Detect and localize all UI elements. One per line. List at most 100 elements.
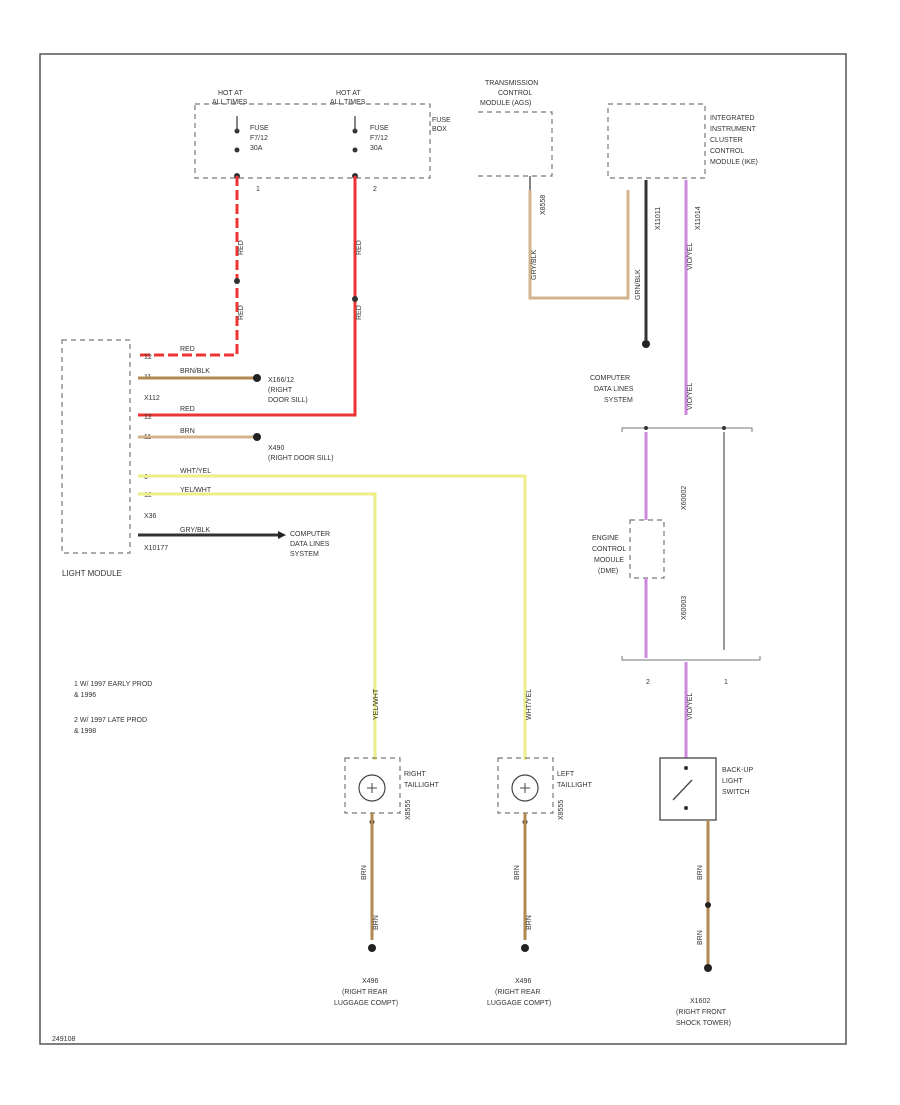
svg-text:X60002: X60002 bbox=[681, 486, 688, 510]
svg-text:(DME): (DME) bbox=[598, 568, 618, 575]
svg-text:LIGHT MODULE: LIGHT MODULE bbox=[62, 569, 122, 578]
svg-text:(RIGHT FRONT: (RIGHT FRONT bbox=[676, 1009, 727, 1016]
svg-text:CONTROL: CONTROL bbox=[710, 148, 744, 155]
svg-text:30A: 30A bbox=[250, 145, 263, 152]
wire-yel-wht bbox=[138, 492, 377, 760]
svg-text:X8555: X8555 bbox=[405, 800, 412, 820]
transmission-control-module: TRANSMISSION CONTROL MODULE (AGS) X8558 bbox=[478, 80, 553, 215]
svg-text:MODULE: MODULE bbox=[594, 557, 624, 564]
svg-text:F7/12: F7/12 bbox=[370, 135, 388, 142]
svg-text:X11014: X11014 bbox=[695, 206, 702, 230]
ground-g2-label: X490 (RIGHT DOOR SILL) bbox=[268, 445, 334, 462]
svg-text:1 W/ 1997 EARLY PROD: 1 W/ 1997 EARLY PROD bbox=[74, 681, 152, 688]
svg-text:(RIGHT REAR: (RIGHT REAR bbox=[342, 989, 387, 996]
svg-text:BRN: BRN bbox=[514, 865, 521, 880]
svg-text:BOX: BOX bbox=[432, 126, 447, 133]
splice-bracket-top bbox=[621, 427, 753, 432]
svg-text:2: 2 bbox=[373, 186, 377, 193]
svg-text:BRN: BRN bbox=[180, 428, 195, 435]
svg-text:& 1998: & 1998 bbox=[74, 728, 96, 735]
svg-text:FUSE: FUSE bbox=[370, 125, 389, 132]
red-wire-right: RED RED bbox=[138, 176, 363, 417]
red-wire-left: RED RED bbox=[138, 176, 245, 357]
svg-text:SWITCH: SWITCH bbox=[722, 789, 750, 796]
svg-text:TAILLIGHT: TAILLIGHT bbox=[404, 782, 440, 789]
left-taillight: LEFT TAILLIGHT X8555 bbox=[497, 757, 593, 825]
svg-text:VIO/YEL: VIO/YEL bbox=[687, 243, 694, 270]
svg-text:VIO/YEL: VIO/YEL bbox=[687, 693, 694, 720]
svg-text:GRN/BLK: GRN/BLK bbox=[635, 269, 642, 300]
back-up-light-switch: BACK-UP LIGHT SWITCH bbox=[659, 757, 753, 821]
computer-data-lines-2: COMPUTER DATA LINES SYSTEM bbox=[590, 375, 634, 404]
svg-text:ALL TIMES: ALL TIMES bbox=[212, 99, 248, 106]
svg-text:12: 12 bbox=[144, 414, 152, 421]
svg-text:BACK-UP: BACK-UP bbox=[722, 767, 753, 774]
svg-text:(RIGHT DOOR SILL): (RIGHT DOOR SILL) bbox=[268, 455, 334, 462]
fuse-terminal-left-bottom bbox=[234, 147, 240, 153]
svg-text:VIO/YEL: VIO/YEL bbox=[687, 383, 694, 410]
svg-text:(RIGHT: (RIGHT bbox=[268, 387, 293, 394]
ground-tail-left-label: X496 (RIGHT REAR LUGGAGE COMPT) bbox=[487, 978, 551, 1007]
svg-text:BRN: BRN bbox=[526, 915, 533, 930]
svg-text:LIGHT: LIGHT bbox=[722, 778, 743, 785]
svg-text:SYSTEM: SYSTEM bbox=[290, 551, 319, 558]
svg-text:SHOCK TOWER): SHOCK TOWER) bbox=[676, 1020, 731, 1027]
svg-text:2 W/ 1997 LATE PROD: 2 W/ 1997 LATE PROD bbox=[74, 717, 147, 724]
svg-text:RED: RED bbox=[238, 305, 245, 320]
svg-text:BRN: BRN bbox=[697, 865, 704, 880]
svg-text:MODULE (IKE): MODULE (IKE) bbox=[710, 159, 758, 166]
ground-g1 bbox=[253, 374, 261, 382]
svg-text:INTEGRATED: INTEGRATED bbox=[710, 115, 755, 122]
svg-text:X1602: X1602 bbox=[690, 998, 710, 1005]
svg-text:DATA LINES: DATA LINES bbox=[594, 386, 634, 393]
svg-text:RED: RED bbox=[356, 240, 363, 255]
svg-text:12: 12 bbox=[144, 354, 152, 361]
svg-text:INSTRUMENT: INSTRUMENT bbox=[710, 126, 757, 133]
svg-text:X490: X490 bbox=[268, 445, 284, 452]
engine-control-module: ENGINE CONTROL MODULE (DME) X60002 X6000… bbox=[592, 486, 688, 620]
ground-g1-label: X166/12 (RIGHT DOOR SILL) bbox=[268, 377, 308, 404]
svg-text:X36: X36 bbox=[144, 513, 157, 520]
ground-backup-label: X1602 (RIGHT FRONT SHOCK TOWER) bbox=[676, 998, 731, 1027]
svg-text:ENGINE: ENGINE bbox=[592, 535, 619, 542]
svg-text:ALL TIMES: ALL TIMES bbox=[330, 99, 366, 106]
svg-text:YEL/WHT: YEL/WHT bbox=[373, 688, 380, 720]
instrument-cluster-module: INTEGRATED INSTRUMENT CLUSTER CONTROL MO… bbox=[607, 103, 758, 230]
right-taillight: RIGHT TAILLIGHT X8555 bbox=[344, 757, 440, 825]
svg-text:YEL/WHT: YEL/WHT bbox=[180, 487, 212, 494]
wire-tcm bbox=[528, 190, 630, 300]
svg-text:DATA LINES: DATA LINES bbox=[290, 541, 330, 548]
svg-text:X8558: X8558 bbox=[540, 195, 547, 215]
svg-text:SYSTEM: SYSTEM bbox=[604, 397, 633, 404]
svg-text:RED: RED bbox=[180, 346, 195, 353]
svg-text:WHT/YEL: WHT/YEL bbox=[526, 689, 533, 720]
svg-text:FUSE: FUSE bbox=[432, 117, 451, 124]
fuse-terminal-right-bottom bbox=[352, 147, 358, 153]
svg-text:X496: X496 bbox=[362, 978, 378, 985]
svg-text:BRN/BLK: BRN/BLK bbox=[180, 368, 210, 375]
svg-text:LEFT: LEFT bbox=[557, 771, 575, 778]
svg-text:CLUSTER: CLUSTER bbox=[710, 137, 743, 144]
svg-text:MODULE (AGS): MODULE (AGS) bbox=[480, 100, 531, 107]
svg-text:X60003: X60003 bbox=[681, 596, 688, 620]
ground-tail-right-label: X496 (RIGHT REAR LUGGAGE COMPT) bbox=[334, 978, 398, 1007]
svg-text:LUGGAGE COMPT): LUGGAGE COMPT) bbox=[334, 1000, 398, 1007]
svg-text:WHT/YEL: WHT/YEL bbox=[180, 468, 211, 475]
svg-text:COMPUTER: COMPUTER bbox=[290, 531, 330, 538]
splice-bracket-bottom bbox=[621, 656, 761, 661]
svg-text:TAILLIGHT: TAILLIGHT bbox=[557, 782, 593, 789]
svg-text:LUGGAGE COMPT): LUGGAGE COMPT) bbox=[487, 1000, 551, 1007]
svg-text:X496: X496 bbox=[515, 978, 531, 985]
svg-text:(RIGHT REAR: (RIGHT REAR bbox=[495, 989, 540, 996]
ground-g2 bbox=[253, 433, 261, 441]
svg-text:1: 1 bbox=[256, 186, 260, 193]
svg-text:2: 2 bbox=[646, 679, 650, 686]
svg-text:X112: X112 bbox=[144, 395, 160, 402]
diagram-frame bbox=[39, 53, 847, 1045]
svg-text:CONTROL: CONTROL bbox=[592, 546, 626, 553]
svg-text:GRY/BLK: GRY/BLK bbox=[531, 249, 538, 280]
svg-text:FUSE: FUSE bbox=[250, 125, 269, 132]
svg-text:X11011: X11011 bbox=[655, 207, 662, 230]
svg-text:TRANSMISSION: TRANSMISSION bbox=[485, 80, 538, 87]
svg-text:HOT AT: HOT AT bbox=[218, 90, 243, 97]
